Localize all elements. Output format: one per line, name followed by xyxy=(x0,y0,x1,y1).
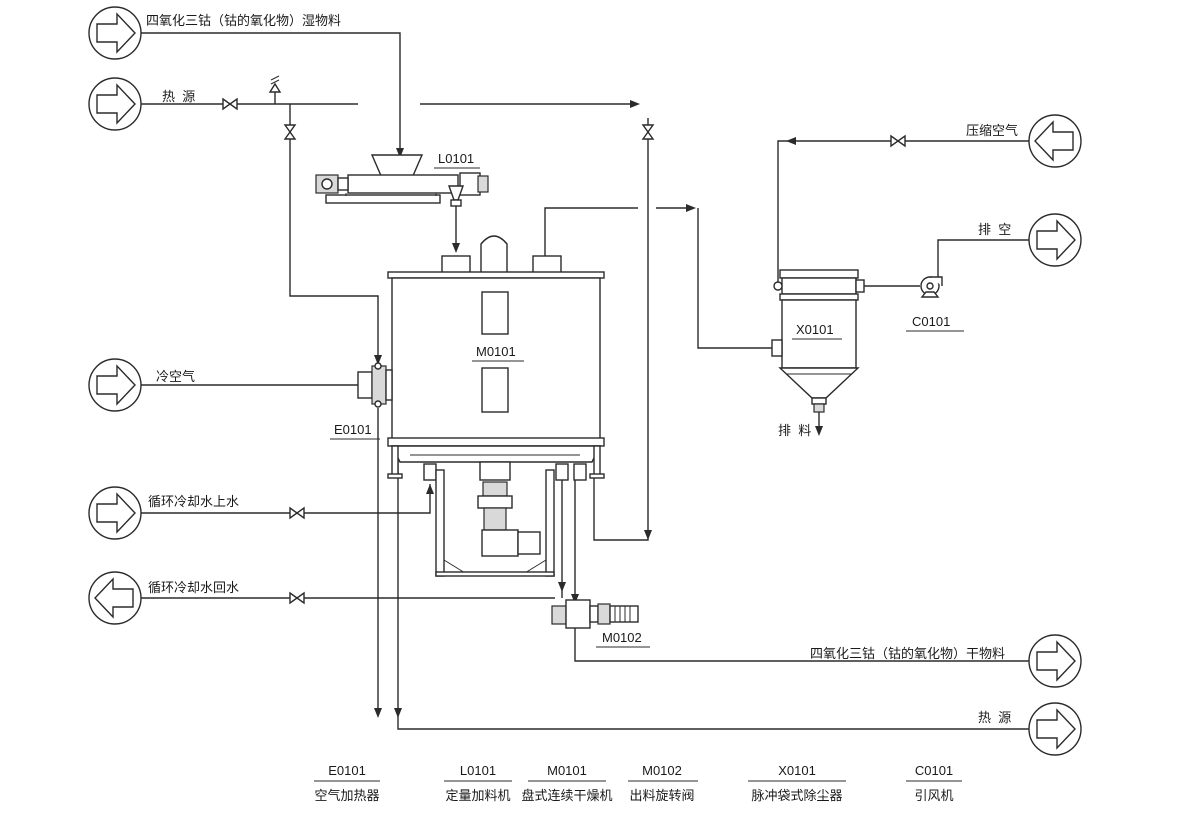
legend-item-c0101: C0101 引风机 xyxy=(906,763,962,803)
fan-c0101 xyxy=(920,276,943,298)
svg-text:M0101: M0101 xyxy=(547,763,587,778)
svg-text:引风机: 引风机 xyxy=(914,788,953,803)
compressed-air-line xyxy=(777,140,1029,282)
air-heater-e0101 xyxy=(357,362,393,408)
wet-feed-label: 四氧化三钴（钴的氧化物）湿物料 xyxy=(146,13,341,28)
heat-source-label: 热 源 xyxy=(162,89,195,104)
tag-e0101: E0101 xyxy=(334,422,372,437)
vent-terminal xyxy=(1028,213,1082,267)
cooling-water-return-terminal xyxy=(88,571,142,625)
screw-feeder-l0101 xyxy=(315,154,489,248)
svg-text:盘式连续干燥机: 盘式连续干燥机 xyxy=(521,788,612,803)
relief-valve xyxy=(268,75,282,93)
wet-feed-terminal xyxy=(88,6,142,60)
rotary-valve-m0102 xyxy=(551,599,639,629)
svg-text:X0101: X0101 xyxy=(778,763,816,778)
dry-product-terminal xyxy=(1028,634,1082,688)
hot-line-down xyxy=(593,118,649,541)
tag-x0101: X0101 xyxy=(796,322,834,337)
equipment-legend: E0101 空气加热器 L0101 定量加料机 M0101 盘式连续干燥机 M0… xyxy=(314,763,962,803)
svg-text:出料旋转阀: 出料旋转阀 xyxy=(629,788,694,803)
heat-source-valve xyxy=(222,98,238,110)
svg-text:C0101: C0101 xyxy=(915,763,953,778)
disc-dryer-m0101 xyxy=(387,235,605,577)
return-valve xyxy=(289,592,305,604)
svg-text:M0102: M0102 xyxy=(642,763,682,778)
cooling-water-supply-terminal xyxy=(88,486,142,540)
cold-air-label: 冷空气 xyxy=(156,369,195,384)
cooling-water-supply-label: 循环冷却水上水 xyxy=(148,494,239,509)
legend-item-l0101: L0101 定量加料机 xyxy=(444,763,512,803)
legend-item-e0101: E0101 空气加热器 xyxy=(314,763,380,803)
heater-valve xyxy=(284,124,296,140)
compressed-air-valve xyxy=(890,135,906,147)
heater-feed-line xyxy=(289,104,379,362)
heat-source-out-terminal xyxy=(1028,702,1082,756)
heat-source-terminal xyxy=(88,77,142,131)
svg-text:空气加热器: 空气加热器 xyxy=(314,788,379,803)
legend-item-m0101: M0101 盘式连续干燥机 xyxy=(521,763,612,803)
tag-c0101: C0101 xyxy=(912,314,950,329)
hot-line-valve xyxy=(642,124,654,140)
discharge-label: 排 料 xyxy=(778,423,811,438)
exhaust-line xyxy=(544,207,638,258)
tag-m0102: M0102 xyxy=(602,630,642,645)
cooling-water-return-label: 循环冷却水回水 xyxy=(148,580,239,595)
svg-text:L0101: L0101 xyxy=(460,763,496,778)
bag-filter-x0101 xyxy=(771,269,865,432)
legend-item-m0102: M0102 出料旋转阀 xyxy=(628,763,698,803)
tag-m0101: M0101 xyxy=(476,344,516,359)
legend-item-x0101: X0101 脉冲袋式除尘器 xyxy=(748,763,846,803)
svg-text:定量加料机: 定量加料机 xyxy=(445,788,510,803)
supply-valve xyxy=(289,507,305,519)
svg-text:E0101: E0101 xyxy=(328,763,366,778)
wet-feed-line xyxy=(141,32,401,155)
tag-l0101: L0101 xyxy=(438,151,474,166)
svg-text:脉冲袋式除尘器: 脉冲袋式除尘器 xyxy=(751,788,842,803)
dry-product-line xyxy=(574,622,1029,662)
compressed-air-label: 压缩空气 xyxy=(966,123,1018,138)
dry-product-label: 四氧化三钴（钴的氧化物）干物料 xyxy=(810,646,1005,661)
vent-label: 排 空 xyxy=(978,222,1011,237)
cold-air-terminal xyxy=(88,358,142,412)
compressed-air-terminal xyxy=(1028,114,1082,168)
heat-source-out-label: 热 源 xyxy=(978,710,1011,725)
